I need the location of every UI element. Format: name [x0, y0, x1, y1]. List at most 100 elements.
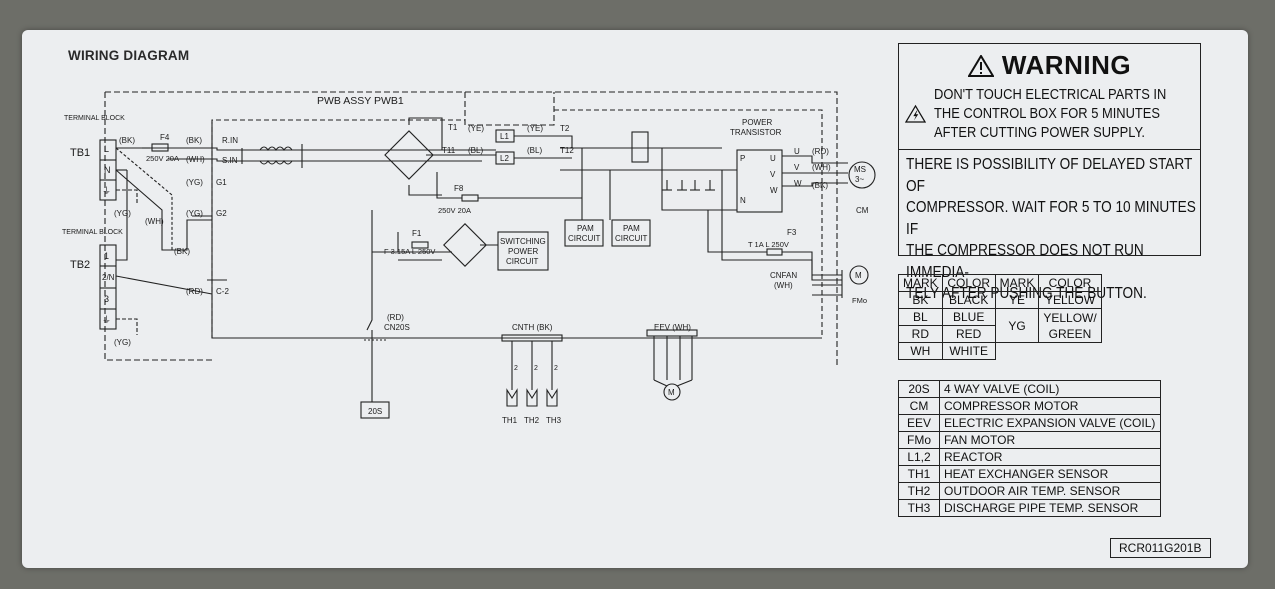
color-header-mark-1: MARK: [898, 274, 943, 292]
part-code: RCR011G201B: [1110, 538, 1211, 558]
out-u: U: [794, 147, 800, 156]
wire-rd-3: (RD): [387, 313, 404, 322]
color-empty: [995, 343, 1039, 360]
conn-cnfan: CNFAN: [770, 271, 797, 280]
color-name: BLACK: [941, 291, 996, 309]
legend-code: L1,2: [898, 448, 940, 466]
legend-desc: FAN MOTOR: [939, 431, 1161, 449]
pam1-label-1: PAM: [577, 224, 594, 233]
color-mark: RD: [898, 325, 943, 343]
conn-cn20s: CN20S: [384, 323, 410, 332]
switching-label-2: POWER: [508, 247, 538, 256]
pt-w: W: [770, 186, 778, 195]
wire-bk-1: (BK): [119, 136, 135, 145]
legend-code: TH1: [898, 465, 940, 483]
tb2-1: 1: [104, 251, 109, 261]
pt-u: U: [770, 154, 776, 163]
color-mark: BK: [898, 291, 943, 309]
wire-bk-3: (BK): [174, 247, 190, 256]
tb2-3: 3: [104, 294, 109, 304]
warning-triangle-icon: [967, 54, 994, 77]
color-empty: [1039, 343, 1101, 360]
warning-header: WARNING: [899, 50, 1200, 81]
reactor-l1: L1: [500, 132, 509, 141]
legend-code: 20S: [898, 380, 940, 398]
conn-g1: G1: [216, 178, 227, 187]
ms-label: MS: [854, 165, 866, 174]
conn-cnth: CNTH (BK): [512, 323, 553, 332]
pam2-label-1: PAM: [623, 224, 640, 233]
legend-code: FMo: [898, 431, 940, 449]
color-header-color-1: COLOR: [941, 274, 996, 292]
color-name: WHITE: [941, 342, 996, 360]
out-v: V: [794, 163, 800, 172]
color-name: YELLOW: [1038, 291, 1102, 309]
switching-label-1: SWITCHING: [500, 237, 546, 246]
th3-label: TH3: [546, 416, 562, 425]
switching-label-3: CIRCUIT: [506, 257, 539, 266]
tb2-2n: 2/N: [102, 273, 115, 282]
th2-label: TH2: [524, 416, 540, 425]
color-mark: YE: [994, 291, 1040, 309]
warning-line-3: AFTER CUTTING POWER SUPPLY.: [934, 124, 1145, 141]
diagram-title: WIRING DIAGRAM: [68, 48, 190, 63]
wire-yg-1: (YG): [186, 178, 203, 187]
wiring-label: WIRING DIAGRAM: [22, 30, 1248, 568]
color-mark: WH: [898, 342, 943, 360]
fan-motor-label: M: [855, 271, 862, 280]
wiring-diagram: PWB ASSY PWB1 TERMINAL BLOCK TB1 L N ⏚ T…: [62, 91, 876, 425]
conn-c2: C-2: [216, 287, 229, 296]
tb1-l: L: [104, 144, 109, 154]
pt-n: N: [740, 196, 746, 205]
warning-message-1: DON'T TOUCH ELECTRICAL PARTS IN THE CONT…: [934, 85, 1167, 143]
valve-20s-label: 20S: [368, 407, 382, 416]
conn-eev: EEV (WH): [654, 323, 691, 332]
th1-label: TH1: [502, 416, 518, 425]
wire-wh-2: (WH): [145, 217, 164, 226]
wire-bl-2: (BL): [527, 146, 542, 155]
tb2-name: TB2: [70, 259, 90, 271]
color-mark: YG: [994, 308, 1040, 343]
legend-desc: DISCHARGE PIPE TEMP. SENSOR: [939, 499, 1161, 517]
color-mark: BL: [898, 308, 943, 326]
color-name-yg-line-2: GREEN: [1048, 326, 1092, 341]
conn-t1: T1: [448, 123, 458, 132]
wire-bk-4: (BK): [812, 181, 828, 190]
out-w: W: [794, 179, 802, 188]
fuse-f3-rating: T 1A L 250V: [748, 240, 789, 249]
eev-motor-label: M: [668, 388, 675, 397]
conn-t2: T2: [560, 124, 570, 133]
legend-desc: COMPRESSOR MOTOR: [939, 397, 1161, 415]
warning-title: WARNING: [1001, 50, 1132, 80]
wire-bk-2: (BK): [186, 136, 202, 145]
wire-rd-1: (RD): [186, 287, 203, 296]
wire-ye-2: (YE): [527, 124, 543, 133]
wire-wh-fan: (WH): [774, 281, 793, 290]
wire-ye-1: (YE): [468, 124, 484, 133]
tb1-caption: TERMINAL BLOCK: [64, 115, 125, 122]
warning-line-1: DON'T TOUCH ELECTRICAL PARTS IN: [934, 86, 1167, 103]
legend-desc: 4 WAY VALVE (COIL): [939, 380, 1161, 398]
warning-line-4: THERE IS POSSIBILITY OF DELAYED START OF: [906, 156, 1193, 195]
color-header-mark-2: MARK: [994, 274, 1040, 292]
fuse-f3: F3: [787, 228, 797, 237]
fuse-f8: F8: [454, 184, 464, 193]
wire-yg-3: (YG): [114, 209, 131, 218]
cm-label: CM: [856, 206, 869, 215]
legend-code: TH2: [898, 482, 940, 500]
fuse-f4-rating: 250V 20A: [146, 154, 179, 163]
wire-wh-3: (WH): [812, 163, 831, 172]
fuse-f1: F1: [412, 229, 422, 238]
wire-rd-2: (RD): [812, 147, 829, 156]
tb1-name: TB1: [70, 147, 90, 159]
ms-sub-label: 3~: [855, 175, 864, 184]
th1-pin: 2: [514, 365, 518, 372]
board-label: PWB ASSY PWB1: [317, 95, 404, 107]
pam2-label-2: CIRCUIT: [615, 234, 648, 243]
